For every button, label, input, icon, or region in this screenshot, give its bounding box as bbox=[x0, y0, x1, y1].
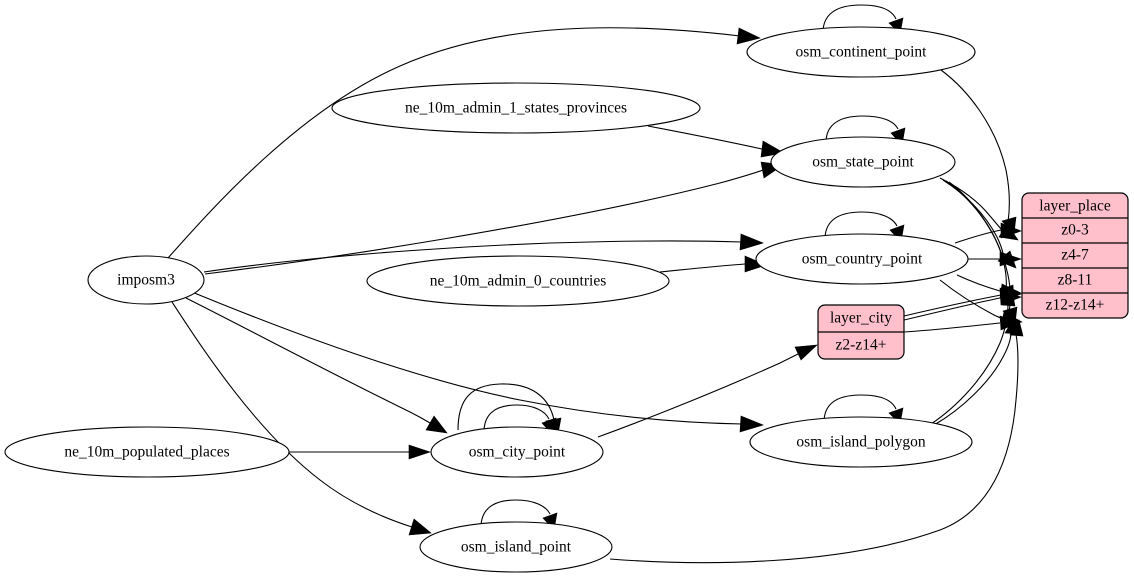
node-osm-island-polygon[interactable]: osm_island_polygon bbox=[749, 416, 973, 468]
node-ne-10m-populated-places[interactable]: ne_10m_populated_places bbox=[4, 426, 290, 478]
edge-osm-city-point-to-layer-city bbox=[597, 344, 818, 438]
node-ne-10m-admin-1-states-provinces[interactable]: ne_10m_admin_1_states_provinces bbox=[331, 82, 701, 134]
edge-layer bbox=[167, 4, 1024, 564]
node-osm-island-point[interactable]: osm_island_point bbox=[419, 521, 613, 573]
node-ne-10m-admin-0-countries[interactable]: ne_10m_admin_0_countries bbox=[366, 255, 670, 307]
edge-layer-city-to-layer-place-z12-z14 bbox=[903, 315, 1022, 333]
edge-imposm3-to-osm-country-point bbox=[203, 233, 764, 273]
edge-osm-island-polygon-to-layer-place-z12-z14 bbox=[933, 317, 1019, 426]
node-layer-city[interactable]: layer_city z2-z14+ bbox=[817, 304, 905, 360]
edge-ne-populated-to-osm-city-point bbox=[289, 444, 431, 460]
edge-imposm3-to-osm-island-polygon bbox=[191, 291, 764, 433]
edge-osm-country-point-to-layer-place-z4-7 bbox=[968, 251, 1022, 267]
edge-ne-countries-to-osm-country-point bbox=[659, 255, 767, 273]
node-osm-country-point[interactable]: osm_country_point bbox=[755, 233, 969, 285]
edge-osm-island-point-to-layer-place-z12-z14 bbox=[609, 319, 1024, 564]
edge-ne-states-to-osm-state-point bbox=[647, 125, 785, 158]
edge-osm-country-point-to-layer-place-z0-3 bbox=[954, 222, 1022, 244]
node-layer: imposm3 ne_10m_admin_1_states_provinces … bbox=[4, 26, 1129, 573]
edge-imposm3-to-osm-city-point bbox=[185, 297, 448, 434]
node-osm-city-point[interactable]: osm_city_point bbox=[430, 426, 604, 478]
edge-imposm3-to-osm-island-point bbox=[171, 301, 432, 536]
edge-layer-city-to-layer-place-z8-11-b bbox=[903, 290, 1022, 321]
edge-osm-state-point-to-layer-place-z8-11 bbox=[945, 180, 1015, 303]
node-osm-state-point[interactable]: osm_state_point bbox=[770, 136, 956, 188]
edge-imposm3-to-osm-continent-point bbox=[167, 27, 761, 259]
node-osm-continent-point[interactable]: osm_continent_point bbox=[746, 26, 976, 78]
node-layer-place[interactable]: layer_place z0-3 z4-7 z8-11 z12-z14+ bbox=[1021, 192, 1129, 319]
node-imposm3[interactable]: imposm3 bbox=[87, 255, 205, 305]
